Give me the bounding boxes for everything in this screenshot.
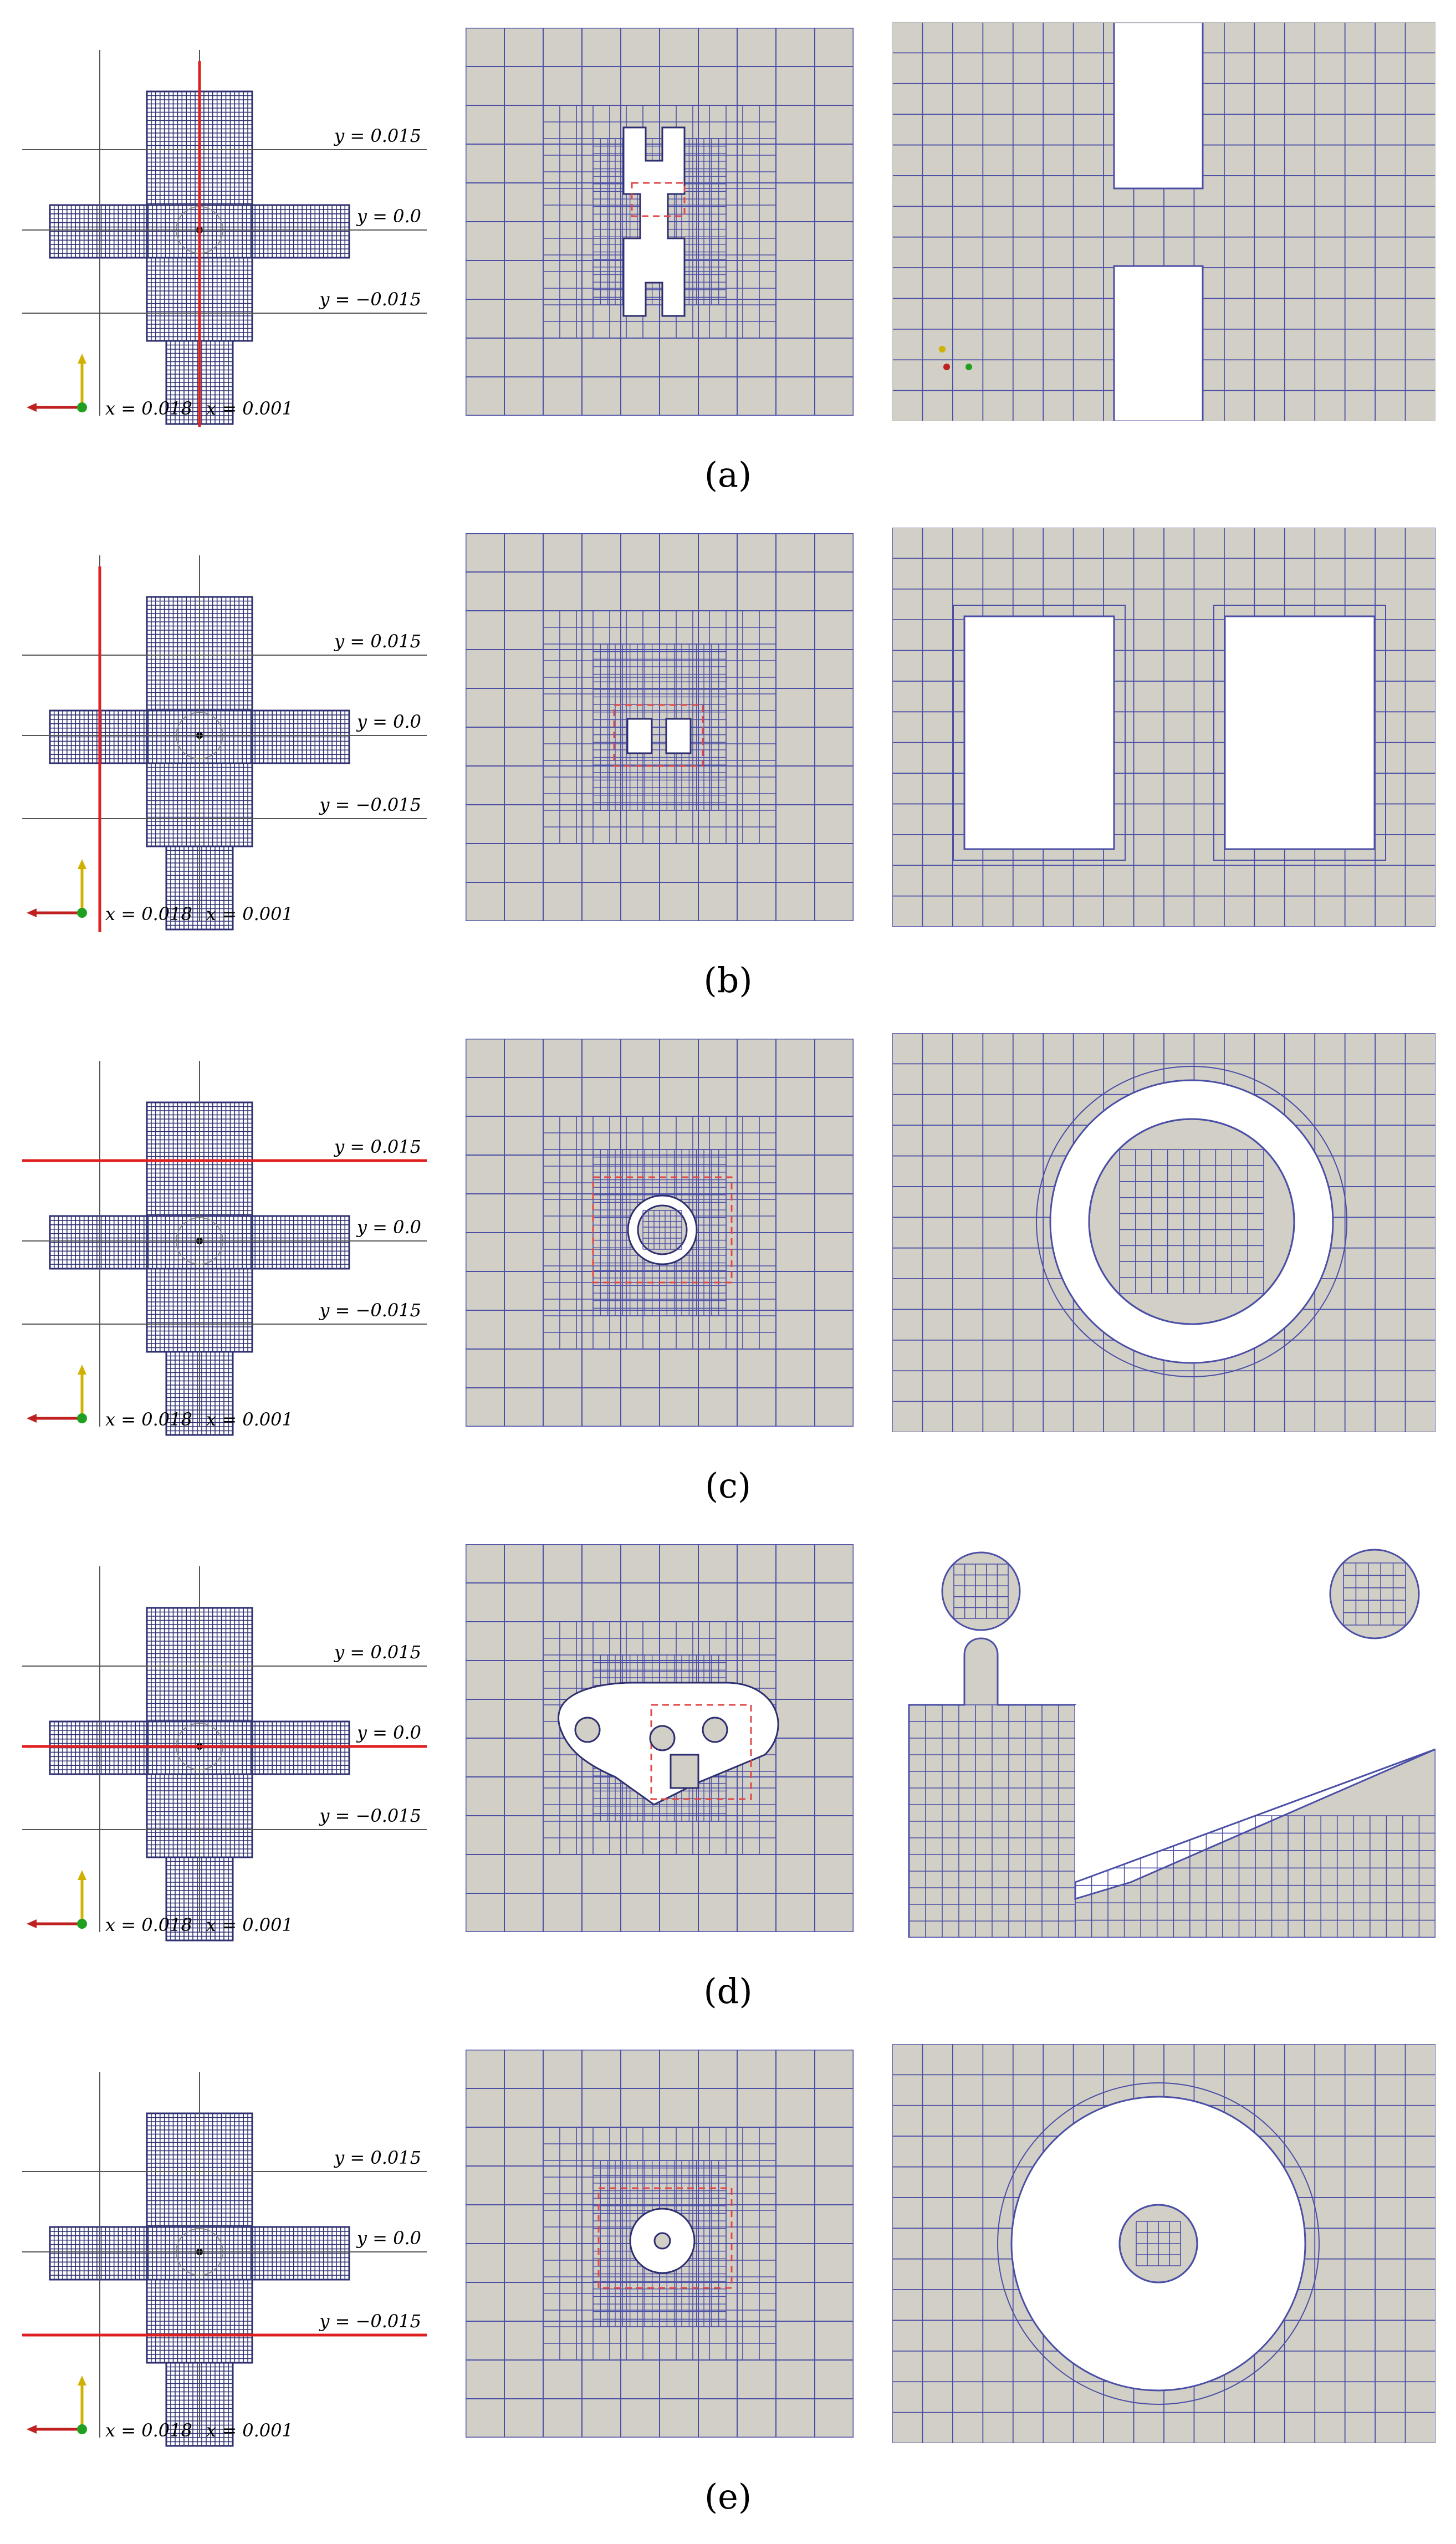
section-mesh-panel: [466, 533, 854, 921]
xyz-axis-triad-icon: [27, 1365, 87, 1423]
mesh-region: [941, 1551, 1021, 1631]
subfigure-e: y = 0.015 y = 0.0 y = −0.015 x = 0.018 x = 0…: [0, 2039, 1456, 2544]
xyz-axis-triad-icon: [27, 354, 87, 412]
y-level-label: y = 0.0: [356, 711, 421, 732]
xyz-axis-triad-icon: [27, 2376, 87, 2434]
y-level-label: y = 0.0: [356, 1217, 421, 1238]
x-level-label: x = 0.001: [206, 398, 293, 419]
void-region: [622, 126, 686, 317]
y-level-label: y = 0.015: [333, 631, 421, 652]
mesh-region: [908, 1637, 1435, 1938]
overview-mesh-panel: y = 0.015 y = 0.0 y = −0.015 x = 0.018 x = 0…: [22, 555, 427, 932]
y-level-label: y = −0.015: [318, 1300, 421, 1321]
marker-dot: [943, 364, 950, 370]
void-region: [626, 718, 653, 754]
x-level-label: x = 0.018: [105, 903, 192, 924]
x-level-label: x = 0.001: [206, 1914, 293, 1935]
y-level-label: y = 0.0: [356, 2228, 421, 2249]
detail-mesh-panel: [892, 22, 1435, 421]
y-level-label: y = 0.015: [333, 125, 421, 146]
mesh-region: [1329, 1549, 1420, 1639]
zoom-box: [650, 1704, 752, 1800]
x-level-label: x = 0.018: [105, 2420, 192, 2441]
y-level-label: y = 0.0: [356, 206, 421, 227]
subfigure-d: y = 0.015 y = 0.0 y = −0.015 x = 0.018 x = 0…: [0, 1533, 1456, 2039]
x-level-label: x = 0.001: [206, 2420, 293, 2441]
subfigure-b: y = 0.015 y = 0.0 y = −0.015 x = 0.018 x = 0…: [0, 522, 1456, 1028]
y-level-label: y = −0.015: [318, 1805, 421, 1826]
xyz-axis-triad-icon: [27, 859, 87, 918]
y-level-label: y = −0.015: [318, 794, 421, 815]
overview-mesh-panel: y = 0.015 y = 0.0 y = −0.015 x = 0.018 x = 0…: [22, 1061, 427, 1436]
zoom-box: [613, 704, 704, 767]
section-mesh-panel: [466, 2050, 854, 2438]
void-region: [665, 718, 692, 754]
y-level-label: y = −0.015: [318, 289, 421, 310]
x-level-label: x = 0.018: [105, 1409, 192, 1430]
zoom-box: [597, 2187, 733, 2289]
detail-mesh-panel: [892, 528, 1435, 927]
x-level-label: x = 0.001: [206, 1409, 293, 1430]
y-level-label: y = 0.015: [333, 1642, 421, 1663]
marker-dot: [939, 346, 946, 353]
detail-mesh-panel: [892, 2044, 1435, 2443]
void-region: [1113, 22, 1204, 421]
subfigure-caption: (c): [704, 1465, 752, 1506]
zoom-box: [592, 1176, 733, 1284]
subfigure-caption: (d): [703, 1971, 753, 2011]
overview-mesh-panel: y = 0.015 y = 0.0 y = −0.015 x = 0.018 x = 0…: [22, 50, 427, 427]
subfigure-caption: (b): [703, 960, 753, 1000]
y-level-label: y = 0.015: [333, 2147, 421, 2168]
subfigure-c: y = 0.015 y = 0.0 y = −0.015 x = 0.018 x = 0…: [0, 1028, 1456, 1533]
section-mesh-panel: [466, 1039, 854, 1427]
section-mesh-panel: [466, 28, 854, 416]
xyz-axis-triad-icon: [27, 1870, 87, 1929]
marker-dot: [965, 364, 972, 370]
y-level-label: y = 0.015: [333, 1136, 421, 1157]
x-level-label: x = 0.018: [105, 398, 192, 419]
overview-mesh-panel: y = 0.015 y = 0.0 y = −0.015 x = 0.018 x = 0…: [22, 1566, 427, 1942]
zoom-box: [631, 182, 686, 217]
x-level-label: x = 0.001: [206, 903, 293, 924]
overview-mesh-panel: y = 0.015 y = 0.0 y = −0.015 x = 0.018 x = 0…: [22, 2072, 427, 2447]
detail-mesh-panel: [892, 1033, 1435, 1432]
void-region: [1224, 615, 1376, 850]
y-level-label: y = −0.015: [318, 2311, 421, 2332]
section-mesh-panel: [466, 1544, 854, 1932]
detail-mesh-panel: [892, 1539, 1435, 1938]
subfigure-caption: (e): [704, 2476, 752, 2517]
subfigure-caption: (a): [704, 454, 752, 495]
x-level-label: x = 0.018: [105, 1914, 192, 1935]
y-level-label: y = 0.0: [356, 1722, 421, 1743]
subfigure-a: y = 0.015 y = 0.0 y = −0.015 x = 0.018 x = 0…: [0, 17, 1456, 522]
void-region: [963, 615, 1115, 850]
